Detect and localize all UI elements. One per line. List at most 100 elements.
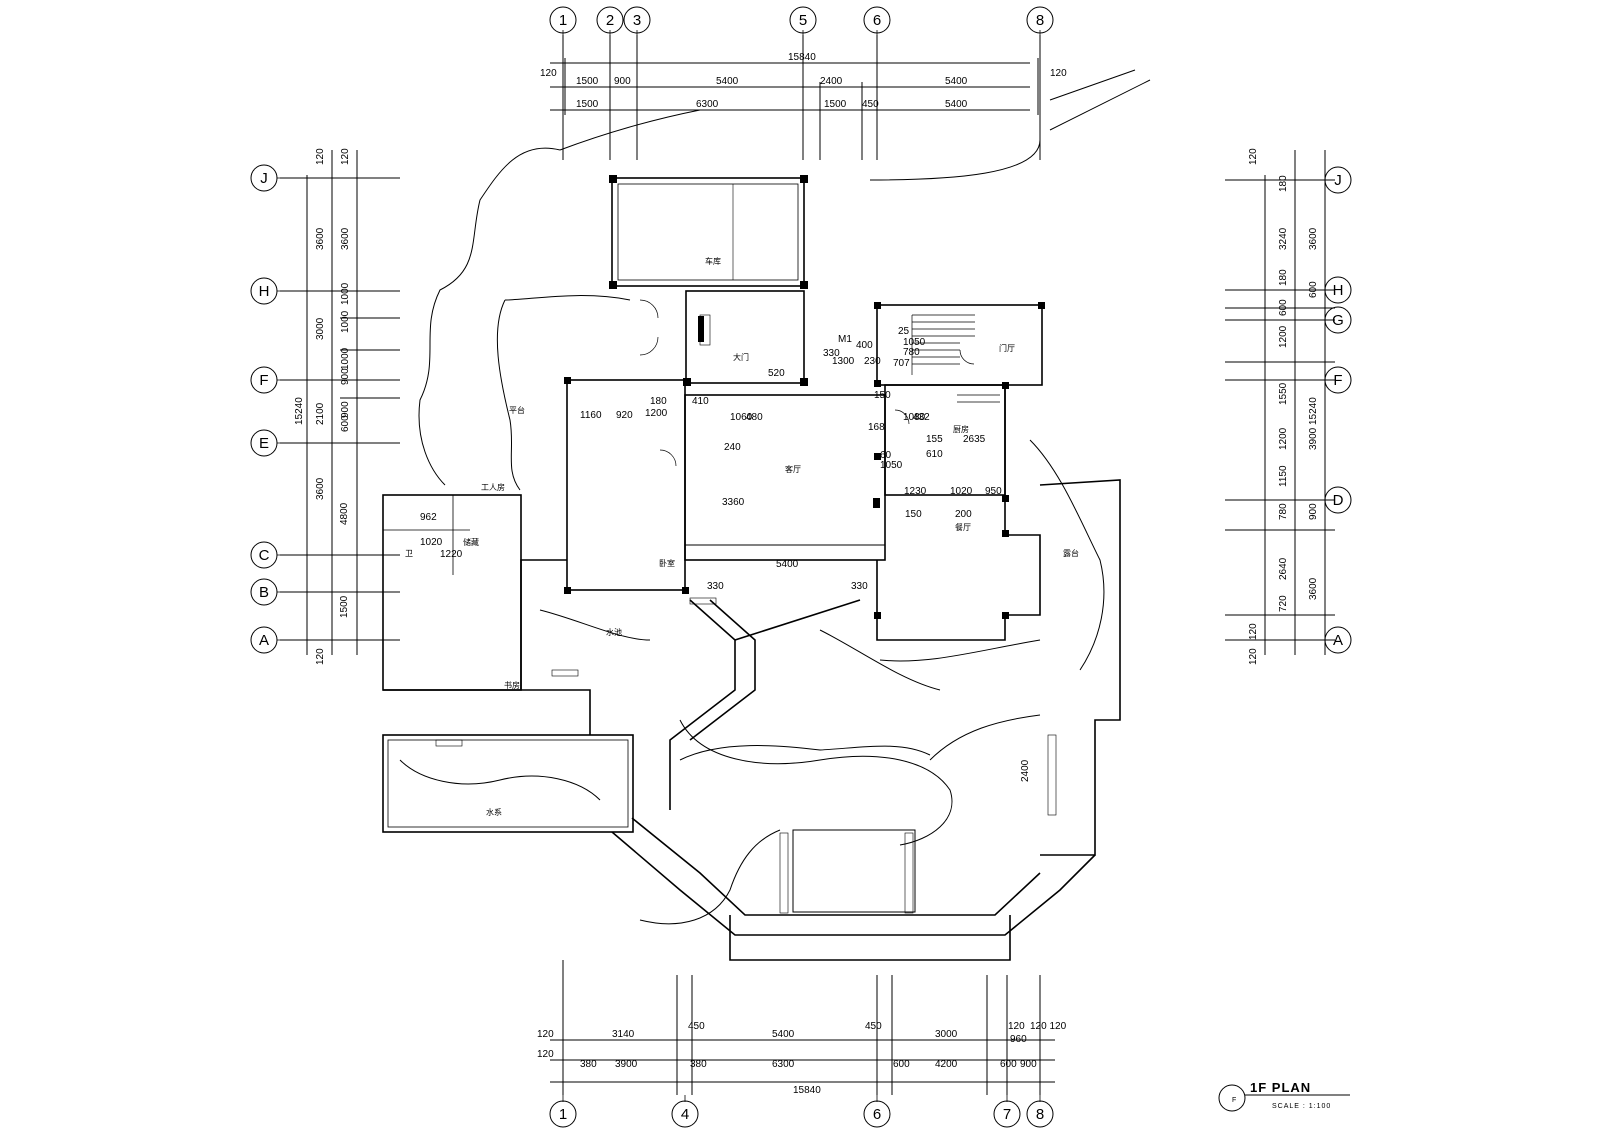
- grid-bubble-right-D: D: [1333, 492, 1344, 509]
- grid-bubble-top-1: 1: [559, 12, 567, 29]
- room-dim-34: 330: [707, 581, 724, 592]
- room-dim-28: 1230: [904, 486, 927, 497]
- top-dimension-lines: [550, 35, 1041, 160]
- dim-left-outer: 120: [315, 148, 326, 165]
- dim-right-inner: 1200: [1278, 427, 1289, 450]
- grid-bubble-bottom-4: 4: [681, 1106, 689, 1123]
- grid-bubble-left-A: A: [259, 632, 269, 649]
- dim-bottom-row1: 120 120: [1030, 1021, 1067, 1032]
- dim-bottom-row2: 4200: [935, 1059, 958, 1070]
- dim-right-inner: 1150: [1278, 465, 1289, 487]
- grid-bubble-top-6-circle: [863, 6, 891, 34]
- dim-right-inner: 600: [1278, 299, 1289, 316]
- dim-bottom-row1: 3140: [612, 1029, 635, 1040]
- room-dim-35: 330: [851, 581, 868, 592]
- dim-bottom-total: 15840: [793, 1085, 821, 1096]
- room-dim-6: 707: [893, 358, 910, 369]
- dim-right-outer: 15240: [1308, 397, 1319, 425]
- dim-left-inner: 1000: [340, 282, 351, 305]
- grid-bubble-bottom-4-circle: [671, 1100, 699, 1128]
- dim-top-row2: 1500: [576, 99, 599, 110]
- windows: [435, 314, 1057, 914]
- dim-bottom-row2: 6300: [772, 1059, 795, 1070]
- grid-bubble-bottom-1: 1: [559, 1106, 567, 1123]
- room-dim-39: 2400: [1020, 759, 1031, 782]
- dim-top-row1: 120: [540, 68, 557, 79]
- grid-leaders: [277, 30, 1325, 1102]
- dim-top-row1: 900: [614, 76, 631, 87]
- room-dim-2: 1050: [903, 337, 926, 348]
- dim-right-outer: 3600: [1308, 227, 1319, 250]
- drawing-scale: SCALE : 1:100: [1272, 1103, 1331, 1110]
- dim-bottom-row2: 3900: [615, 1059, 638, 1070]
- dim-right-outer: 900: [1308, 503, 1319, 520]
- grid-bubble-left-C: C: [259, 547, 270, 564]
- dim-bottom-row2: 380: [690, 1059, 707, 1070]
- dim-top-row1: 1500: [576, 76, 599, 87]
- grid-bubble-left-B: B: [259, 584, 269, 601]
- room-dim-23: 155: [926, 434, 943, 445]
- dim-right-inner: 1200: [1278, 325, 1289, 348]
- room-dim-7: 780: [903, 347, 920, 358]
- room-label: 大门: [733, 352, 749, 362]
- room-dim-32: 200: [955, 509, 972, 520]
- dim-bottom-row1: 450: [688, 1021, 705, 1032]
- grid-bubble-bottom-7-circle: [993, 1100, 1021, 1128]
- room-label: 书房: [504, 680, 520, 690]
- room-dim-15: 410: [692, 396, 709, 407]
- dim-right-outer: 3900: [1308, 427, 1319, 450]
- dim-bottom-row2: 900: [1020, 1059, 1037, 1070]
- dim-right-inner: 3240: [1278, 227, 1289, 250]
- grid-bubble-top-8-circle: [1026, 6, 1054, 34]
- grid-bubble-right-G-circle: [1324, 306, 1352, 334]
- room-dim-36: 962: [420, 512, 437, 523]
- dim-left-inner: 3600: [340, 227, 351, 250]
- grid-bubble-left-F-circle: [250, 366, 278, 394]
- room-dim-14: 920: [616, 410, 633, 421]
- grid-bubble-right-J: J: [1334, 172, 1342, 189]
- room-dim-24: 610: [926, 449, 943, 460]
- room-label: 门厅: [999, 343, 1015, 353]
- dim-top-row1: 2400: [820, 76, 843, 87]
- dim-left-inner: 900: [340, 401, 351, 418]
- dim-right-inner: 180: [1278, 269, 1289, 286]
- grid-bubble-right-D-circle: [1324, 486, 1352, 514]
- room-dim-17: 480: [746, 412, 763, 423]
- room-dim-16: 1060: [730, 412, 753, 423]
- dim-top-row1: 120: [1050, 68, 1067, 79]
- room-label: 储藏: [463, 537, 479, 547]
- grid-bubble-left-C-circle: [250, 541, 278, 569]
- room-dim-38: 1220: [440, 549, 463, 560]
- doors: [639, 299, 975, 467]
- title-block-lines: [1218, 1084, 1350, 1112]
- dim-right-outer: 3600: [1308, 577, 1319, 600]
- dim-top-row1: 5400: [716, 76, 739, 87]
- room-label: 客厅: [785, 464, 801, 474]
- grid-bubble-left-H-circle: [250, 277, 278, 305]
- bottom-dimension-lines: [550, 960, 1055, 1095]
- dim-right-outer: 120: [1248, 148, 1259, 165]
- room-dim-29: 1020: [950, 486, 973, 497]
- dim-left-outer: 2100: [315, 402, 326, 425]
- room-dim-27: 1050: [880, 460, 903, 471]
- dim-right-inner: 180: [1278, 175, 1289, 192]
- room-dim-22: 432: [913, 412, 930, 423]
- dim-right-inner: 780: [1278, 503, 1289, 520]
- room-dim-20: 168: [868, 422, 885, 433]
- grid-bubble-right-F: F: [1333, 372, 1342, 389]
- grid-bubble-top-2: 2: [606, 12, 614, 29]
- dim-bottom-row2: 600: [893, 1059, 910, 1070]
- dim-left-inner: 120: [340, 148, 351, 165]
- grid-bubble-bottom-6: 6: [873, 1106, 881, 1123]
- room-dim-0: M1: [838, 334, 852, 345]
- grid-bubble-right-H: H: [1333, 282, 1344, 299]
- dim-top-row2: 6300: [696, 99, 719, 110]
- dim-left-outer: 3600: [315, 477, 326, 500]
- grid-bubble-left-F: F: [259, 372, 268, 389]
- grid-bubble-top-5: 5: [799, 12, 807, 29]
- dim-right-inner: 120: [1248, 623, 1259, 640]
- walls: [382, 177, 1121, 961]
- room-dim-33: 5400: [776, 559, 799, 570]
- grid-bubble-left-B-circle: [250, 578, 278, 606]
- room-label: 水系: [486, 807, 502, 817]
